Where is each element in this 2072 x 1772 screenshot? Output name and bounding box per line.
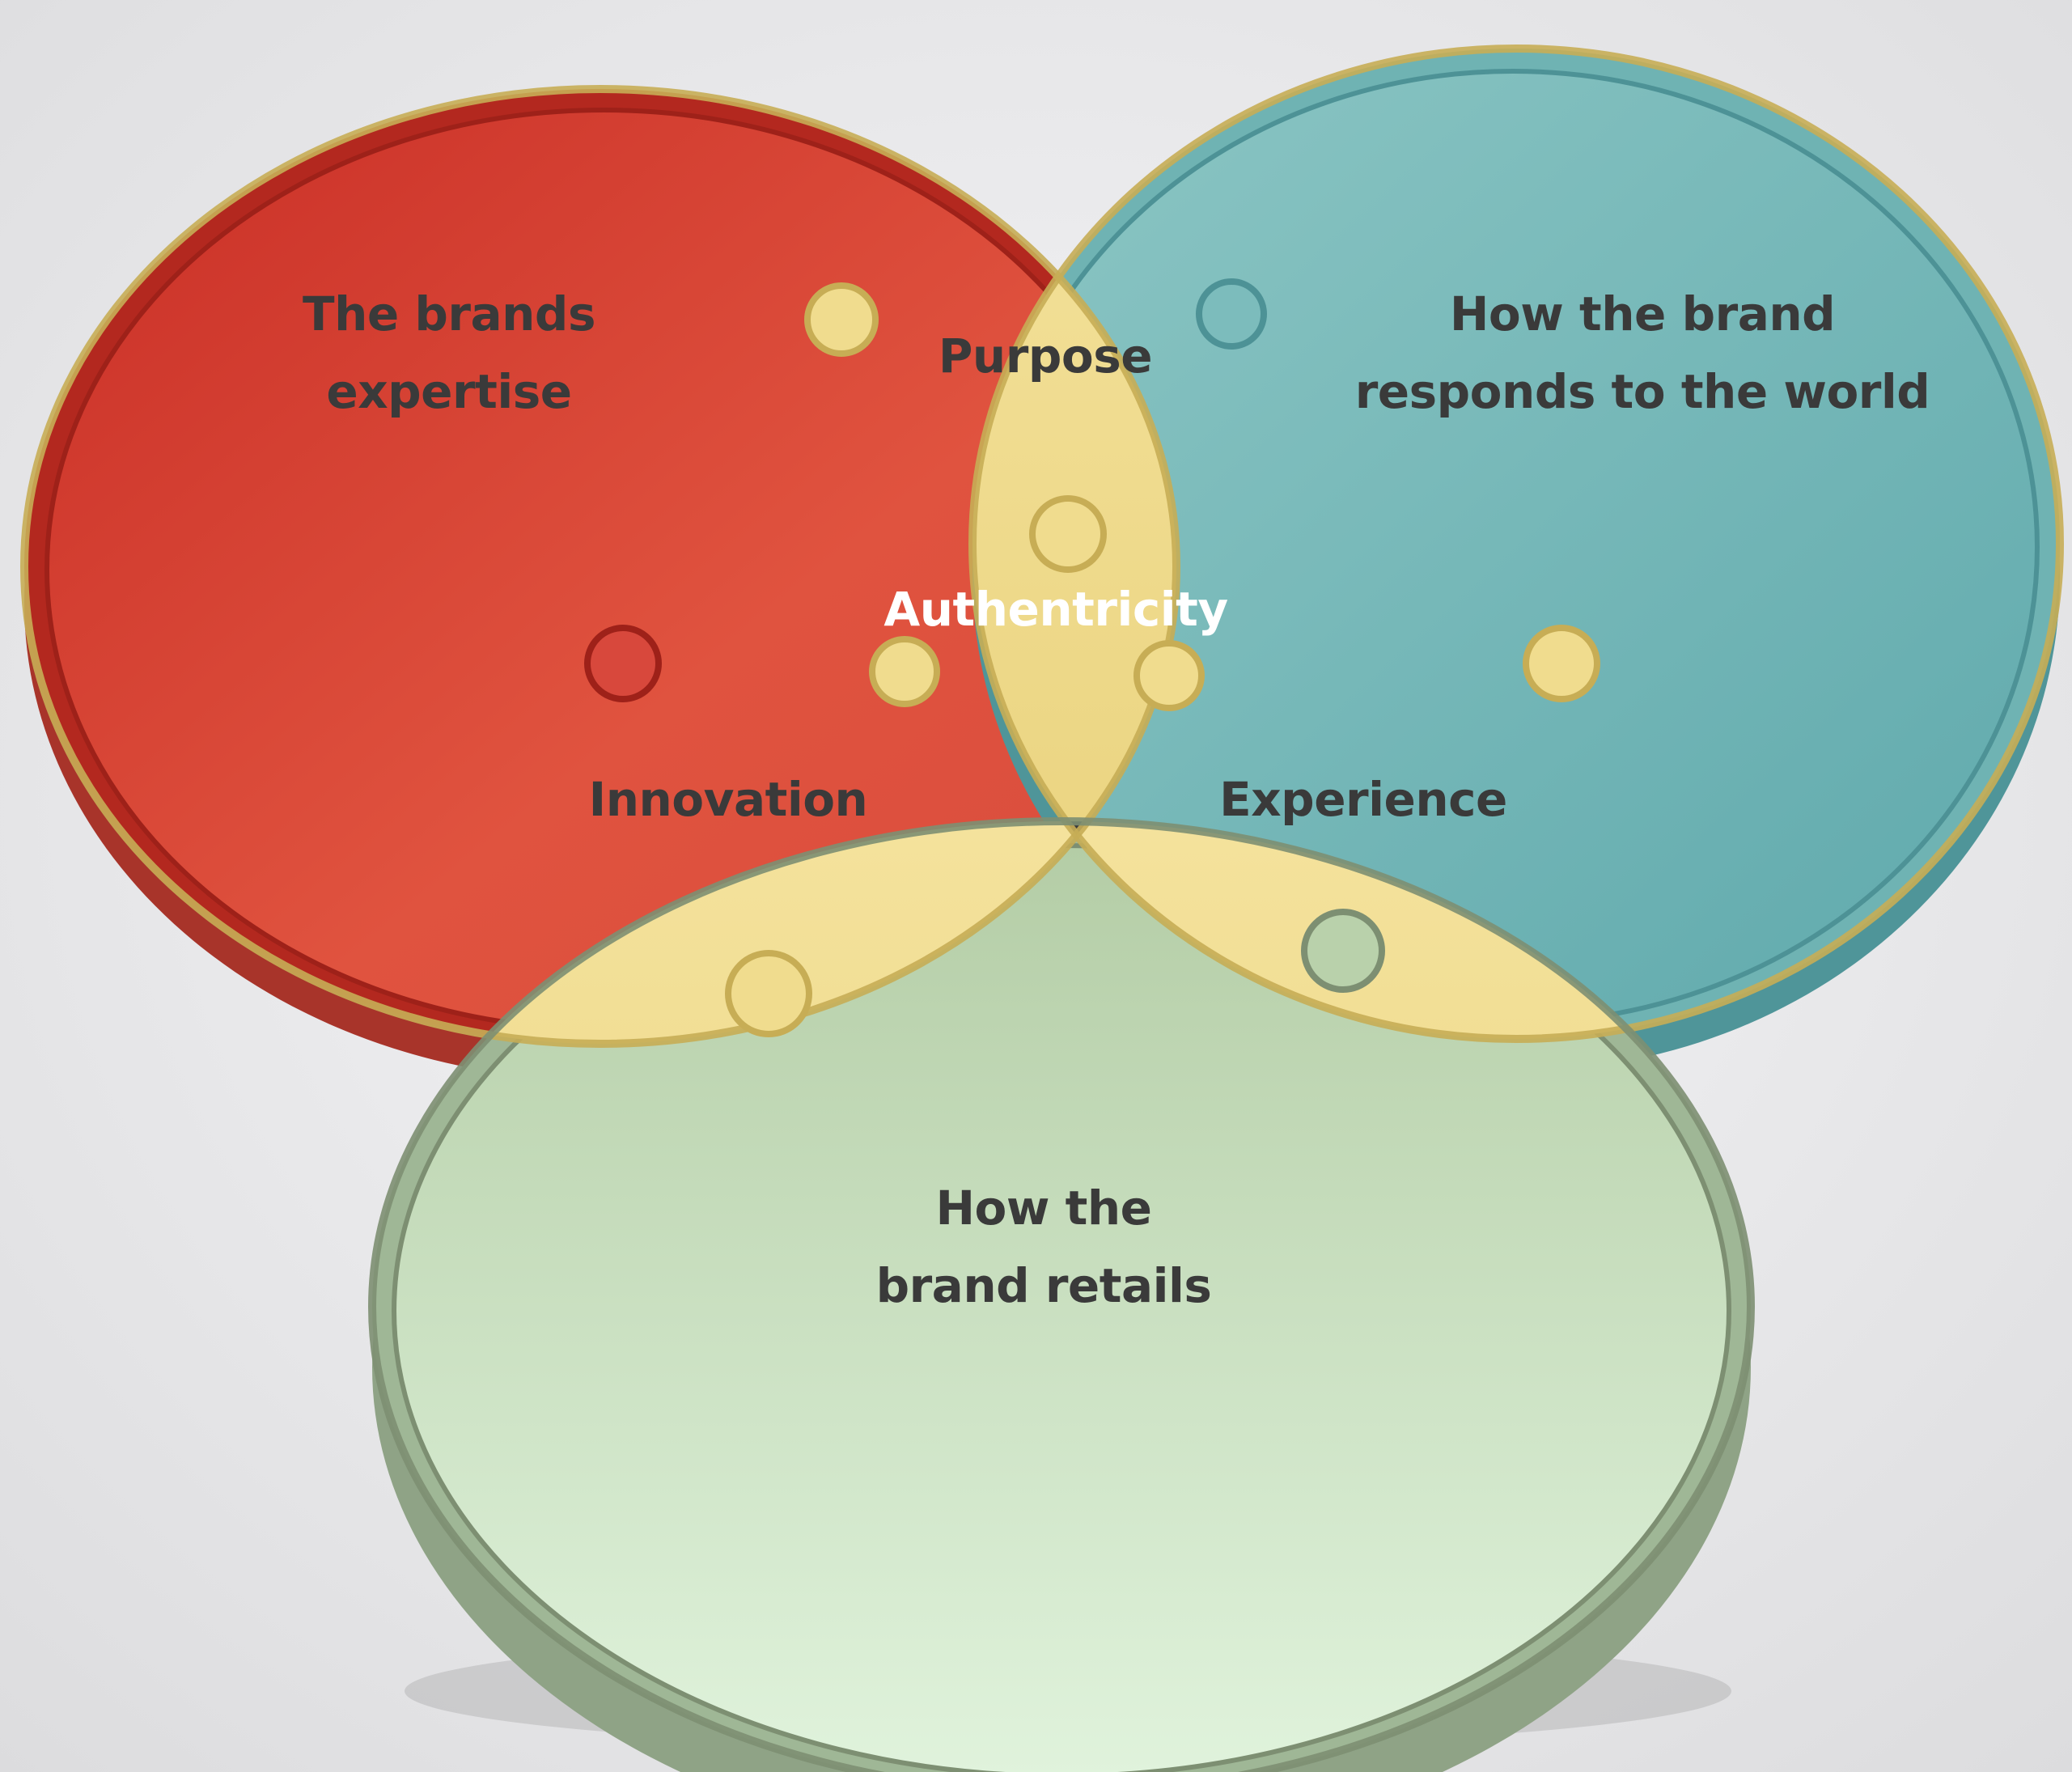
expertise-label-line-1: The brands [303, 286, 595, 341]
world-label: How the brand responds to the world [1278, 275, 2006, 430]
innovation-label: Innovation [588, 772, 868, 827]
world-label-line-2: responds to the world [1354, 364, 1930, 419]
retail-label-line-2: brand retails [875, 1258, 1212, 1313]
retail-disc [372, 821, 1751, 1772]
core-label: Authentricity [883, 582, 1228, 637]
puzzle-knobs [584, 278, 1600, 1037]
experience-label: Experience [1219, 772, 1507, 827]
expertise-label: The brands expertise [206, 275, 692, 430]
purpose-label: Purpose [938, 329, 1153, 384]
world-label-line-1: How the brand [1449, 286, 1836, 341]
retail-label-line-1: How the [935, 1181, 1152, 1236]
piece-seams [20, 45, 2064, 1772]
expertise-label-line-2: expertise [326, 364, 572, 419]
retail-label: How the brand retails [728, 1169, 1359, 1325]
